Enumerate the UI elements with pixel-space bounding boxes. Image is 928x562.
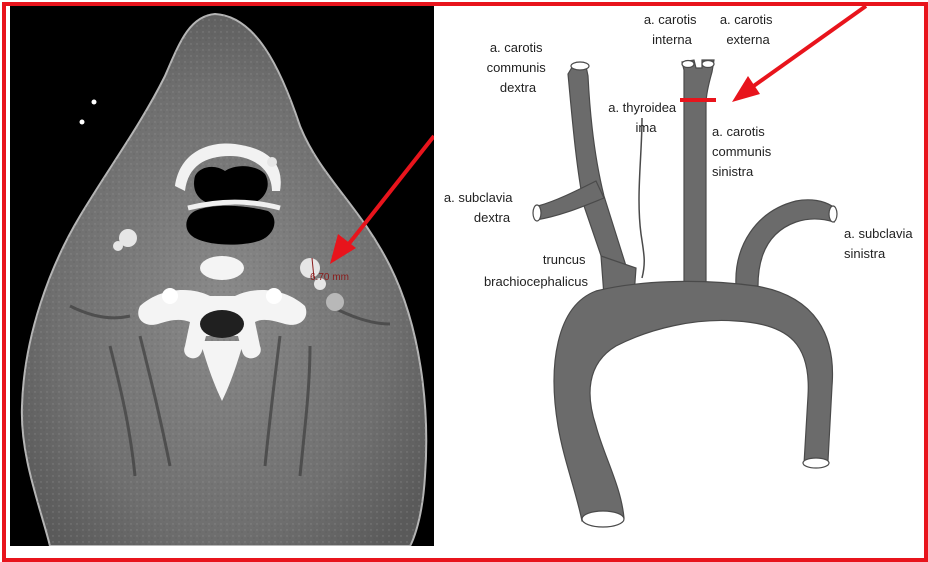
label-carotis-interna: a. carotis interna — [644, 12, 700, 47]
airway — [194, 166, 268, 205]
spinal-canal — [200, 310, 244, 338]
vessel-tree — [536, 60, 834, 521]
label-carotis-externa: a. carotis externa — [720, 12, 776, 47]
label-thyroidea-ima: a. thyroidea ima — [608, 100, 680, 135]
ct-scan-image: 6.70 mm — [10, 6, 434, 546]
label-carotis-communis-sinistra: a. carotis communis sinistra — [712, 124, 775, 179]
aortic-arch-diagram: a. carotis interna a. carotis externa a.… — [436, 6, 920, 546]
label-truncus-brachiocephalicus: truncus brachiocephalicus — [484, 252, 589, 289]
ct-scan-drawing: 6.70 mm — [10, 6, 434, 546]
label-subclavia-dextra: a. subclavia dextra — [444, 190, 516, 225]
measurement-label: 6.70 mm — [310, 272, 349, 283]
thyroidea-ima-vessel — [639, 118, 644, 278]
diagram-drawing: a. carotis interna a. carotis externa a.… — [436, 6, 920, 546]
airway-lower — [186, 206, 274, 245]
label-carotis-communis-dextra: a. carotis communis dextra — [487, 40, 550, 95]
label-subclavia-sinistra: a. subclavia sinistra — [844, 226, 916, 261]
